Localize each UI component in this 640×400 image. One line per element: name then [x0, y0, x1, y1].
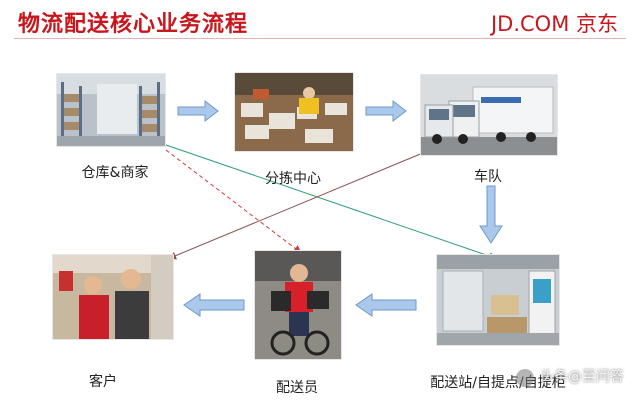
watermark-text: 头条@至问答: [540, 369, 624, 385]
connector-warehouse-to-courier: [165, 149, 302, 254]
sorting-center-photo: [234, 72, 354, 152]
connector-warehouse-to-station: [165, 144, 497, 260]
customer-photo: [52, 254, 174, 340]
flow-arrow-warehouse-to-sorting: [177, 99, 219, 123]
courier-photo: [254, 250, 342, 360]
courier-label: 配送员: [276, 380, 318, 396]
sorting-center-label: 分拣中心: [265, 171, 321, 187]
warehouse-label: 仓库&商家: [81, 165, 149, 181]
flow-arrow-fleet-to-station: [479, 185, 503, 244]
connector-fleet-to-customer: [168, 149, 431, 260]
page-title: 物流配送核心业务流程: [18, 12, 249, 37]
warehouse-photo: [56, 73, 166, 147]
flow-arrow-courier-to-customer: [183, 293, 245, 317]
title-divider: [14, 38, 626, 39]
fleet-label: 车队: [474, 169, 502, 185]
flow-arrow-station-to-courier: [355, 293, 417, 317]
brand-logo: JD.COM 京东: [490, 12, 618, 36]
fleet-photo: [420, 74, 558, 156]
watermark-icon: [516, 369, 534, 387]
customer-label: 客户: [89, 374, 117, 390]
flow-arrow-sorting-to-fleet: [365, 99, 407, 123]
delivery-station-photo: [436, 254, 560, 346]
